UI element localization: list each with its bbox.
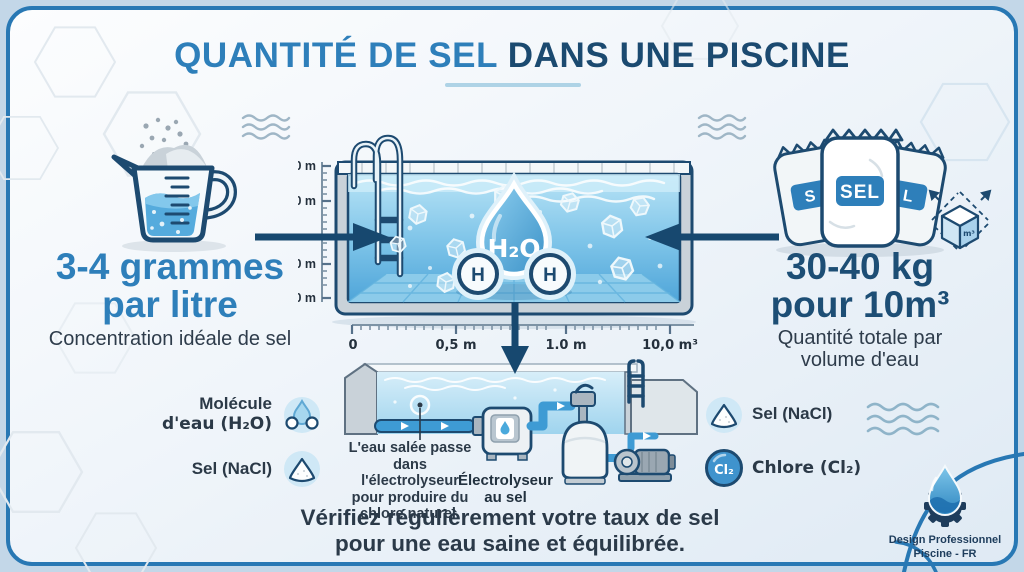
electrolyzer-label-line2: au sel: [484, 489, 527, 506]
salt-cone-icon: [284, 451, 320, 487]
width-tick-label: 0: [348, 338, 357, 353]
water-drop: [479, 179, 549, 277]
legend-salt-right-label: Sel (NaCl): [752, 404, 833, 423]
brand-badge-text: Design Professionnel Piscine - FR: [876, 534, 1014, 561]
salt-bags-illustration: S L SEL: [773, 128, 947, 257]
pump: [613, 448, 676, 482]
arrow-right-to-pool: [645, 223, 779, 251]
callout-line4: chlore naturel.: [360, 506, 460, 522]
left-caption: Concentration idéale de sel: [48, 328, 292, 350]
title-accent: QUANTITÉ DE SEL: [174, 36, 498, 75]
salt-bag-center: SEL: [820, 128, 904, 248]
bag-label-right: L: [902, 187, 915, 205]
brand-logo: [924, 463, 966, 527]
arrow-pool-to-system: [501, 302, 529, 374]
badge-line1: Design Professionnel: [888, 534, 1002, 546]
suction-pipe: [374, 416, 484, 436]
sand-filter: [561, 383, 609, 485]
pool-ladder: [350, 134, 404, 278]
molecule-icon: [284, 397, 320, 433]
right-caption: Quantité totale par volume d'eau: [738, 327, 982, 371]
width-tick-label: 1.0 m: [545, 338, 586, 353]
right-headline-line2: pour 10m³: [770, 284, 950, 325]
legend-chlorine-label: Chlore (Cl₂): [752, 458, 862, 478]
left-headline-line1: 3-4 grammes: [55, 246, 285, 287]
water-molecule: H₂O H H: [452, 171, 576, 300]
callout-line2: dans l'électrolyseur: [361, 456, 459, 490]
chlorine-icon: Cl₂: [705, 449, 743, 487]
width-tick-label: 10,0 m³: [642, 338, 698, 353]
legend-molecule-line2: d'eau (H₂O): [161, 414, 272, 434]
pool-illustration: 0 m 0 m 0 m 0 m: [298, 134, 698, 353]
h-label: H: [543, 265, 557, 286]
drop-icon: [500, 421, 510, 435]
bag-label-left: S: [803, 187, 817, 206]
right-headline-line1: 30-40 kg: [785, 246, 935, 287]
footer-note: Vérifiez régulièrement votre taux de sel…: [290, 505, 730, 557]
depth-tick-label: 0 m: [298, 159, 316, 173]
volume-cube-icon: m³: [928, 189, 992, 250]
waves-decoration-bottom-right: [866, 402, 940, 436]
title-underline: [445, 83, 581, 87]
legend-molecule-label: Molécule d'eau (H₂O): [150, 394, 272, 434]
electrolyzer-label-line1: Électrolyseur: [457, 472, 554, 489]
measuring-cup-illustration: [111, 117, 237, 252]
footer-line1: Vérifiez régulièrement votre taux de sel: [300, 505, 720, 530]
right-caption-line1: Quantité totale par: [777, 327, 943, 349]
waves-decoration-right: [697, 114, 747, 140]
salt-cone-icon-right: [706, 397, 742, 433]
right-caption-line2: volume d'eau: [800, 349, 920, 371]
water-drop-logo: [927, 463, 963, 516]
bag-label-center: SEL: [840, 182, 880, 203]
electrolyzer-label: Électrolyseur au sel: [448, 472, 563, 506]
legend-molecule-line1: Molécule: [199, 394, 272, 413]
h-label: H: [471, 265, 485, 286]
waves-decoration-left: [241, 114, 291, 140]
cube-unit-label: m³: [963, 229, 975, 238]
electrolyzer-callout: L'eau salée passe dans l'électrolyseur p…: [346, 440, 474, 523]
callout-line1: L'eau salée passe: [348, 440, 472, 456]
legend-salt-left-label: Sel (NaCl): [191, 459, 272, 478]
electrolysis-system-illustration: [344, 359, 698, 485]
hydrogen-atom: [529, 253, 571, 295]
chlorine-symbol: Cl₂: [714, 463, 734, 478]
pool-deck: [630, 379, 698, 435]
small-pool-ladder: [627, 359, 645, 408]
title-rest: DANS UNE PISCINE: [497, 36, 850, 75]
left-headline: 3-4 grammes par litre: [30, 248, 310, 324]
page-title: QUANTITÉ DE SEL DANS UNE PISCINE: [0, 36, 1024, 76]
left-headline-line2: par litre: [102, 284, 238, 325]
width-tick-label: 0,5 m: [435, 338, 476, 353]
electrolyzer-device: [481, 406, 533, 461]
cup-measure-ticks: [164, 176, 190, 225]
footer-line2: pour une eau saine et équilibrée.: [334, 531, 686, 556]
arrow-left-to-pool: [255, 223, 389, 251]
right-headline: 30-40 kg pour 10m³: [738, 248, 982, 324]
depth-tick-label: 0 m: [298, 291, 316, 305]
depth-tick-label: 0 m: [298, 194, 316, 208]
badge-line2: Piscine - FR: [913, 547, 977, 560]
pool-width-ruler: 0 0,5 m 1.0 m 10,0 m³: [348, 324, 698, 353]
callout-line3: pour produire du: [351, 489, 469, 506]
hydrogen-atom: [457, 253, 499, 295]
depth-tick-label: 0 m: [298, 257, 316, 271]
